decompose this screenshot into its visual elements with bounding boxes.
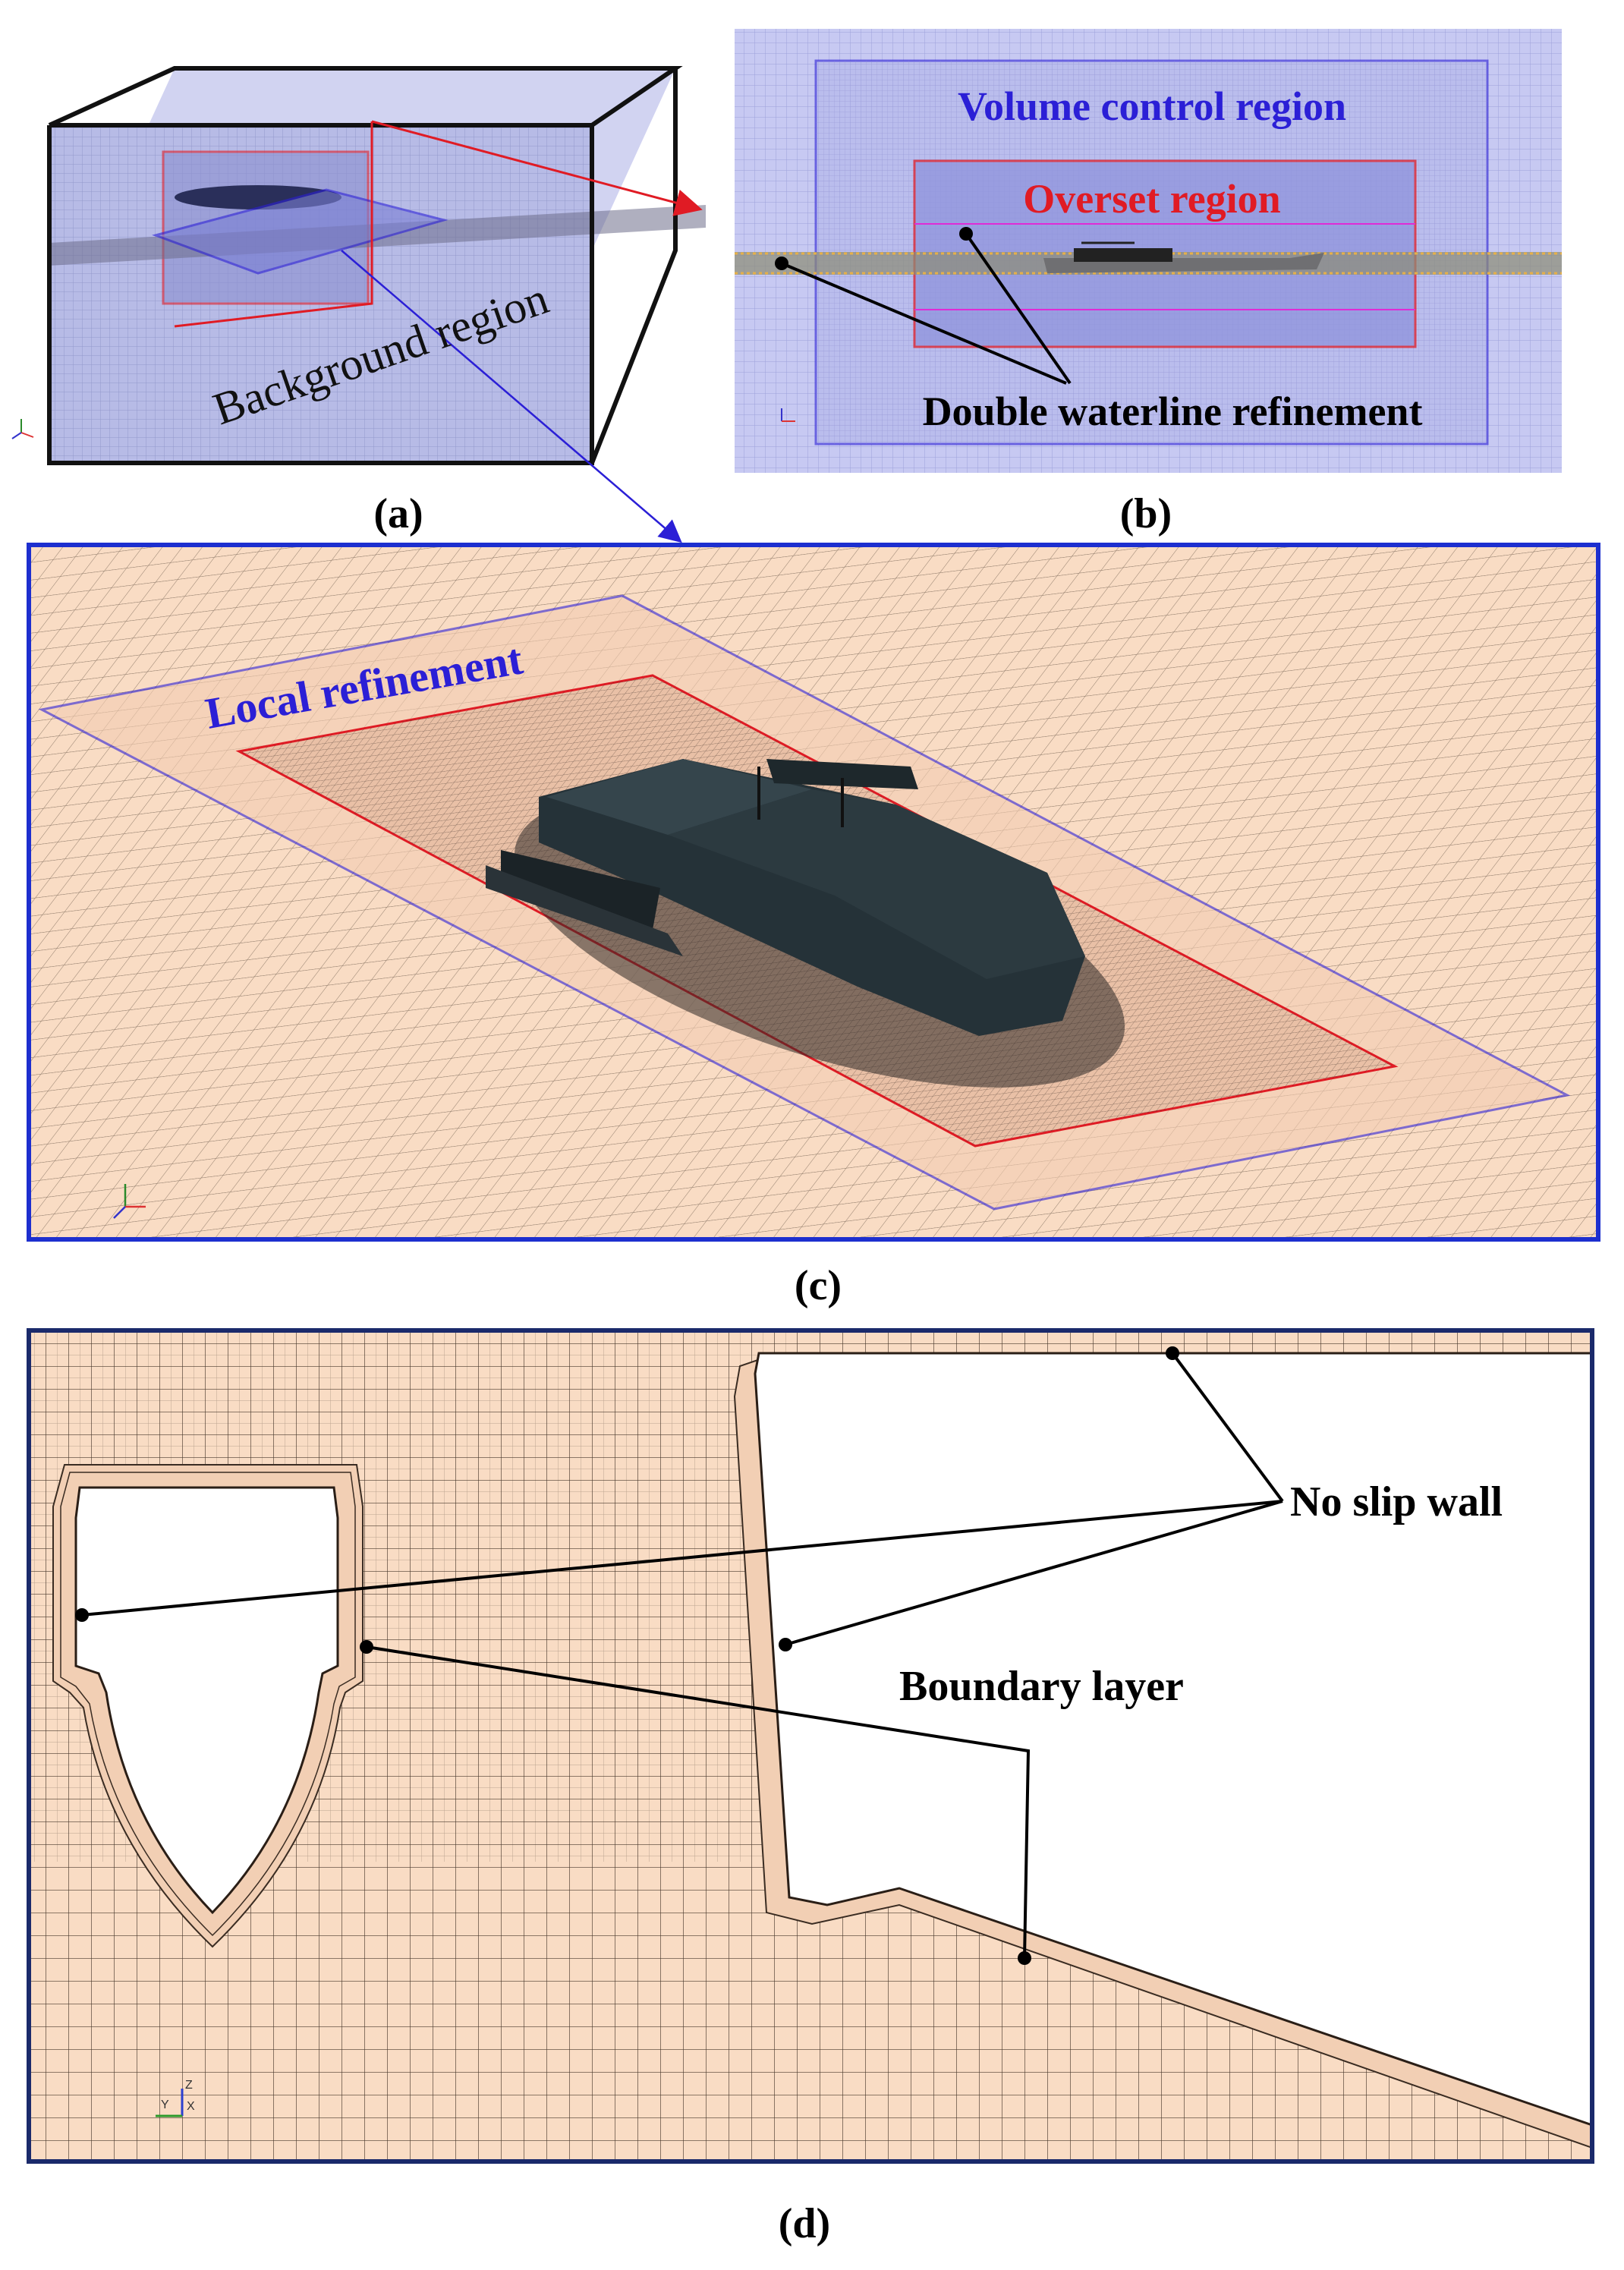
caption-d: (d) — [779, 2200, 830, 2247]
waterline-label: Double waterline refinement — [923, 389, 1423, 434]
axis-z-label: Z — [185, 2079, 193, 2092]
boat-hull-c — [486, 759, 1085, 1036]
volume-control-label: Volume control region — [958, 83, 1346, 129]
panel-c: Local refinement — [27, 543, 1600, 1242]
panel-a: Background region — [11, 66, 706, 543]
no-slip-wall-label: No slip wall — [1290, 1478, 1503, 1525]
panel-b: Volume control region Overset region Dou… — [735, 29, 1562, 473]
keel-wall — [74, 1486, 339, 1915]
axis-triad-b — [781, 408, 795, 422]
axis-x-label: X — [187, 2100, 195, 2113]
panel-d: No slip wall Boundary layer Z Y X — [27, 1328, 1594, 2164]
caption-c: (c) — [795, 1262, 842, 1309]
section-plane-a — [174, 121, 373, 328]
caption-b: (b) — [1120, 490, 1172, 537]
boat-silhouette-b — [1043, 241, 1324, 273]
overset-label: Overset region — [1023, 176, 1280, 222]
axis-y-label: Y — [161, 2098, 169, 2111]
boundary-layer-label: Boundary layer — [899, 1663, 1184, 1710]
axis-triad-d: Z Y X — [156, 2079, 195, 2117]
axis-triad-a — [11, 419, 34, 439]
axis-triad-c — [113, 1184, 146, 1219]
caption-a: (a) — [373, 490, 423, 537]
link-arrow-a-to-c — [341, 250, 682, 543]
